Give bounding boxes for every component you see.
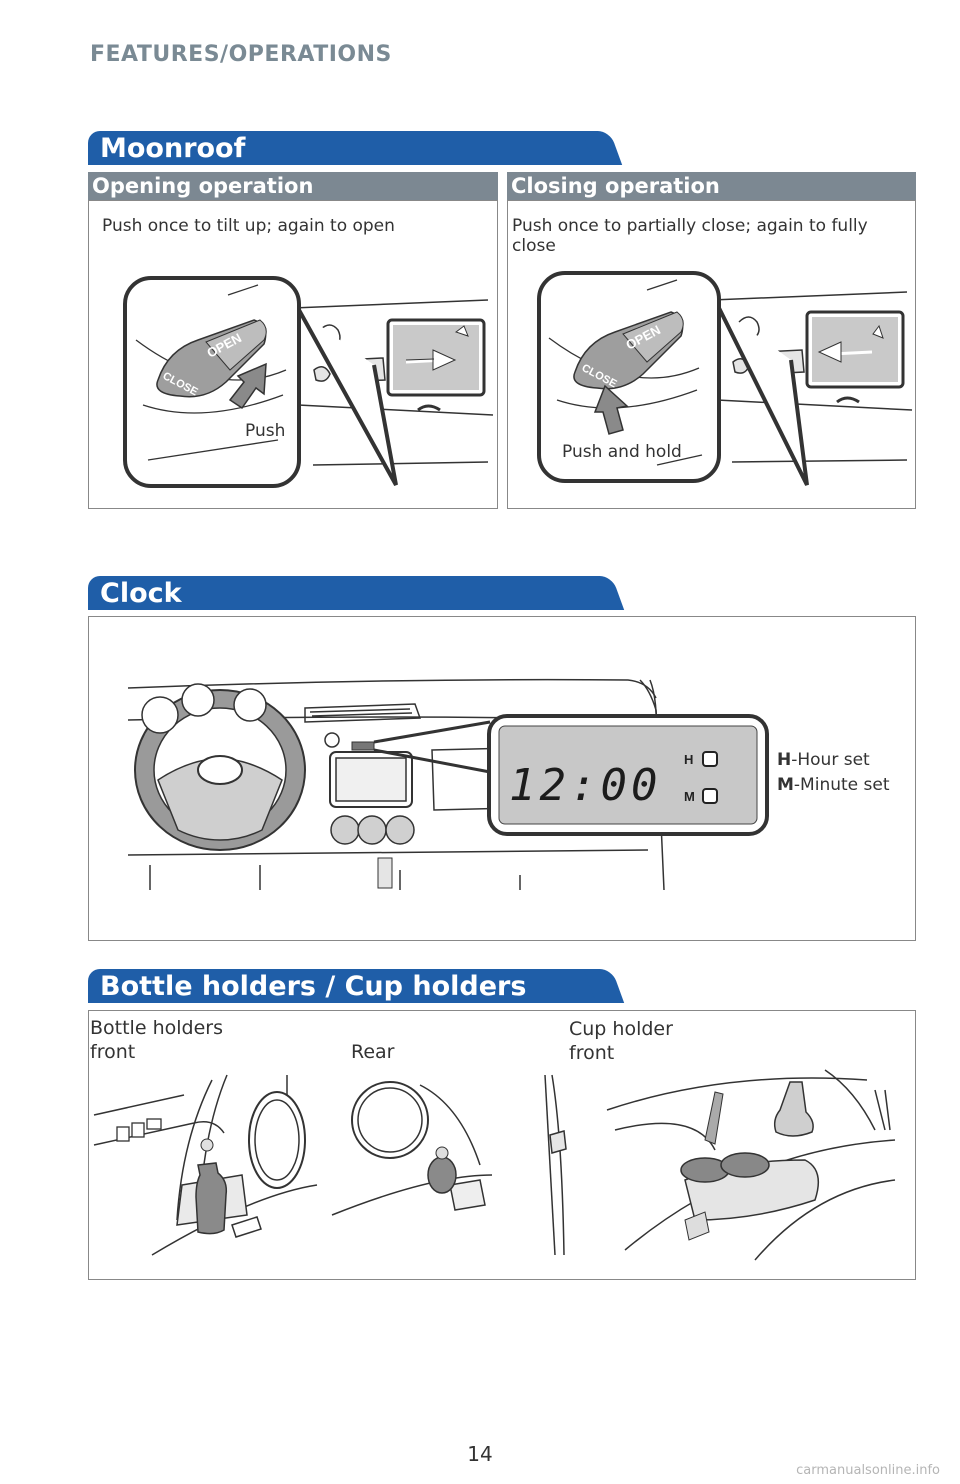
holders-section-tab: Bottle holders / Cup holders — [88, 969, 604, 1003]
watermark: carmanualsonline.info — [796, 1463, 940, 1478]
closing-moonroof-illustration: OPEN CLOSE — [537, 271, 913, 486]
closing-operation-bar: Closing operation — [507, 172, 916, 200]
hour-set-legend: H-Hour set — [777, 750, 870, 770]
clock-display-callout: 12:00 H M — [487, 714, 769, 836]
hour-legend-text: -Hour set — [791, 750, 870, 770]
rear-label: Rear — [351, 1041, 395, 1063]
bottle-holders-front-label: Bottle holders front — [90, 1017, 223, 1063]
page-header: FEATURES/OPERATIONS — [90, 42, 392, 67]
clock-title: Clock — [100, 578, 182, 609]
hour-legend-key: H — [777, 750, 792, 770]
minute-legend-key: M — [777, 775, 794, 795]
minute-button-label: M — [684, 789, 695, 804]
closing-operation-heading: Closing operation — [511, 174, 720, 198]
page-number: 14 — [467, 1442, 493, 1466]
moonroof-title: Moonroof — [100, 133, 246, 164]
hour-set-button[interactable] — [702, 751, 718, 767]
opening-instruction: Push once to tilt up; again to open — [102, 216, 395, 236]
minute-legend-text: -Minute set — [793, 775, 890, 795]
cup-holder-front-illustration — [606, 1069, 896, 1261]
opening-operation-heading: Opening operation — [92, 174, 314, 198]
hour-button-label: H — [684, 752, 693, 767]
closing-push-and-hold-callout: Push and hold — [562, 442, 682, 462]
cup-holder-front-label: Cup holder front — [569, 1018, 673, 1064]
opening-operation-bar: Opening operation — [88, 172, 498, 200]
bottle-holders-front-illustration — [93, 1074, 318, 1256]
clock-section-tab: Clock — [88, 576, 604, 610]
dashboard-illustration — [127, 678, 665, 891]
moonroof-section-tab: Moonroof — [88, 131, 602, 165]
holders-title: Bottle holders / Cup holders — [100, 971, 527, 1002]
opening-moonroof-illustration: OPEN CLOSE — [123, 276, 494, 488]
closing-instruction: Push once to partially close; again to f… — [512, 216, 868, 256]
minute-set-legend: M-Minute set — [777, 775, 890, 795]
holders-panel — [88, 1010, 916, 1280]
opening-push-callout: Push — [245, 421, 286, 441]
minute-set-button[interactable] — [702, 788, 718, 804]
rear-bottle-holder-illustration — [331, 1074, 567, 1256]
clock-digital-time: 12:00 — [509, 760, 661, 811]
